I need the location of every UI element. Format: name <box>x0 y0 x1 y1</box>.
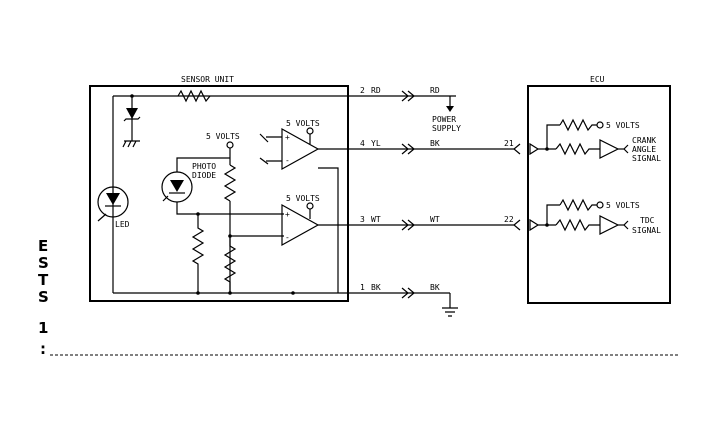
wire-2-color: RD <box>371 86 381 95</box>
lower-supply-label: 5 VOLTS <box>286 194 320 203</box>
lower-minus: - <box>285 233 290 242</box>
wire-1-terminal: 1 <box>360 283 365 292</box>
photo-diode-triangle <box>170 180 184 192</box>
pullup-resistor <box>223 164 237 202</box>
tdc-signal-label-1: TDC <box>640 216 655 225</box>
led-label: LED <box>115 220 130 229</box>
photo-diode-label-2: DIODE <box>192 171 216 180</box>
ground-icon <box>442 307 458 317</box>
wire-2-terminal: 2 <box>360 86 365 95</box>
ecu-pin-tdc: 22 <box>504 215 514 224</box>
upper-plus: + <box>285 133 290 142</box>
ecu-pin-crank-icon <box>513 143 521 155</box>
wire-4-terminal: 4 <box>360 139 365 148</box>
tdc-pullup-resistor <box>559 198 597 212</box>
series-resistor <box>177 89 211 103</box>
sensor-unit-title: SENSOR UNIT <box>181 75 234 84</box>
connector-yl-icon <box>401 143 415 155</box>
tdc-supply-terminal-icon <box>596 201 604 209</box>
supply-diode-label: 5 VOLTS <box>206 132 240 141</box>
ecu-pin-crank: 21 <box>504 139 514 148</box>
crank-supply-label: 5 VOLTS <box>606 121 640 130</box>
zener-diode-icon <box>126 108 138 119</box>
tdc-buffer-icon <box>599 215 620 235</box>
lower-plus: + <box>285 210 290 219</box>
power-supply-label-1: POWER <box>432 115 456 124</box>
tdc-series-resistor <box>555 218 600 232</box>
photo-diode-lower-wire <box>176 202 284 215</box>
node-d <box>228 291 232 295</box>
node-b <box>228 234 232 238</box>
connector-rd-icon <box>401 90 415 102</box>
sensor-unit-box <box>89 85 349 302</box>
ecu-box <box>527 85 671 304</box>
side-number: 1 <box>38 319 48 337</box>
crank-input-arrow-icon <box>529 142 540 156</box>
harness-bk: BK <box>430 283 440 292</box>
side-letter-e: E <box>38 237 48 255</box>
photo-diode-arrow-icon <box>162 195 169 202</box>
ecu-title: ECU <box>590 75 605 84</box>
crank-output-arrow-icon <box>623 144 629 154</box>
photo-diode-label-1: PHOTO <box>192 162 216 171</box>
wire-3-terminal: 3 <box>360 215 365 224</box>
lower-comparator-icon <box>281 203 320 247</box>
wire-1-color: BK <box>371 283 381 292</box>
photo-diode-upper-wire <box>176 157 230 172</box>
crank-signal-label-3: SIGNAL <box>632 154 661 163</box>
side-letter-t: T <box>38 271 49 289</box>
upper-minus: - <box>285 156 290 165</box>
crank-signal-label-2: ANGLE <box>632 145 656 154</box>
crank-pullup-resistor <box>559 118 597 132</box>
lower-supply-terminal-icon <box>306 202 314 210</box>
crank-supply-terminal-icon <box>596 121 604 129</box>
tdc-signal-label-2: SIGNAL <box>632 226 661 235</box>
upper-comparator-icon <box>281 127 320 171</box>
crank-pullup-wire <box>546 124 560 149</box>
connector-wt-icon <box>401 219 415 231</box>
tdc-pullup-wire <box>546 204 560 225</box>
harness-yl: BK <box>430 139 440 148</box>
connector-bk-icon <box>401 287 415 299</box>
led-triangle <box>106 193 120 205</box>
node-c <box>196 291 200 295</box>
wire-4-color: YL <box>371 139 381 148</box>
divider-resistor-right <box>223 236 237 293</box>
crank-series-resistor <box>555 142 600 156</box>
upper-supply-terminal-icon <box>306 127 314 135</box>
zener-ground-icon <box>122 140 140 148</box>
upper-input-lines <box>259 133 282 165</box>
upper-supply-label: 5 VOLTS <box>286 119 320 128</box>
power-supply-arrow-icon <box>446 106 454 112</box>
node-e <box>291 291 295 295</box>
harness-wt: WT <box>430 215 440 224</box>
wire-3-color: WT <box>371 215 381 224</box>
tdc-input-arrow-icon <box>529 218 540 232</box>
supply-terminal-icon <box>226 141 234 149</box>
crank-signal-label-1: CRANK <box>632 136 656 145</box>
led-emit-arrow-icon <box>97 213 107 222</box>
led-icon <box>97 186 129 218</box>
zener-bar <box>123 116 141 122</box>
node-a <box>196 212 200 216</box>
upper-output-ground <box>318 167 339 293</box>
tdc-output-arrow-icon <box>623 220 629 230</box>
tdc-supply-label: 5 VOLTS <box>606 201 640 210</box>
side-colon: : <box>40 340 46 358</box>
power-supply-label-2: SUPPLY <box>432 124 461 133</box>
harness-rd: RD <box>430 86 440 95</box>
side-letter-s2: S <box>38 288 49 306</box>
crank-buffer-icon <box>599 139 620 159</box>
divider-resistor-left <box>191 214 205 293</box>
ecu-pin-tdc-icon <box>513 219 521 231</box>
side-letter-s1: S <box>38 254 49 272</box>
